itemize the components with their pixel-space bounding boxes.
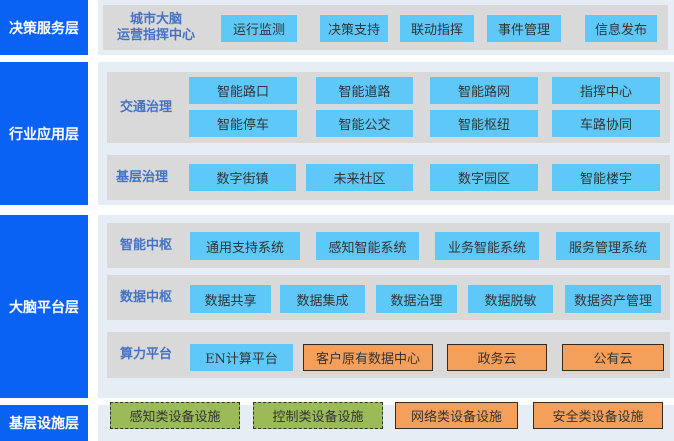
module-box: 数字街镇 <box>189 164 296 191</box>
layer-label: 行业应用层 <box>0 62 88 205</box>
module-box: 智能路网 <box>430 77 538 104</box>
module-box: 公有云 <box>562 344 664 371</box>
module-box: 运行监测 <box>221 15 297 42</box>
module-box: 智能枢纽 <box>430 110 538 137</box>
module-box: 智能停车 <box>189 110 297 137</box>
module-box: 客户原有数据中心 <box>303 344 433 371</box>
module-box: EN计算平台 <box>190 344 293 371</box>
module-box: 事件管理 <box>487 15 561 42</box>
module-box: 智能道路 <box>316 77 413 104</box>
module-box: 数据资产管理 <box>565 285 661 313</box>
layer-label: 大脑平台层 <box>0 215 88 398</box>
module-box: 安全类设备设施 <box>533 402 663 429</box>
module-box: 智能楼宇 <box>552 164 660 191</box>
module-box: 指挥中心 <box>552 77 660 104</box>
module-box: 数据共享 <box>190 285 271 313</box>
group-title: 数据中枢 <box>119 289 172 305</box>
module-box: 感知智能系统 <box>316 232 419 260</box>
module-box: 服务管理系统 <box>556 232 660 260</box>
group-title: 交通治理 <box>119 99 172 115</box>
module-box: 感知类设备设施 <box>110 402 240 429</box>
module-box: 数字园区 <box>430 164 538 191</box>
module-box: 数据脱敏 <box>468 285 553 313</box>
layer-label: 基层设施层 <box>0 405 88 441</box>
module-box: 联动指挥 <box>400 15 474 42</box>
module-box: 车路协同 <box>552 110 660 137</box>
group-title: 算力平台 <box>119 347 172 362</box>
module-box: 数据集成 <box>280 285 365 313</box>
group-title: 智能中枢 <box>119 237 172 253</box>
module-box: 业务智能系统 <box>435 232 539 260</box>
module-box: 数据治理 <box>376 285 457 313</box>
module-box: 通用支持系统 <box>190 232 300 260</box>
module-box: 未来社区 <box>306 164 413 191</box>
module-box: 智能公交 <box>316 110 413 137</box>
module-box: 政务云 <box>447 344 547 371</box>
layer-label: 决策服务层 <box>0 0 88 55</box>
module-box: 网络类设备设施 <box>395 402 518 429</box>
group-title: 城市大脑 运营指挥中心 <box>116 12 195 43</box>
module-box: 决策支持 <box>320 15 388 42</box>
module-box: 控制类设备设施 <box>253 402 383 429</box>
group-title: 基层治理 <box>115 169 168 185</box>
module-box: 智能路口 <box>189 77 297 104</box>
module-box: 信息发布 <box>585 15 657 42</box>
